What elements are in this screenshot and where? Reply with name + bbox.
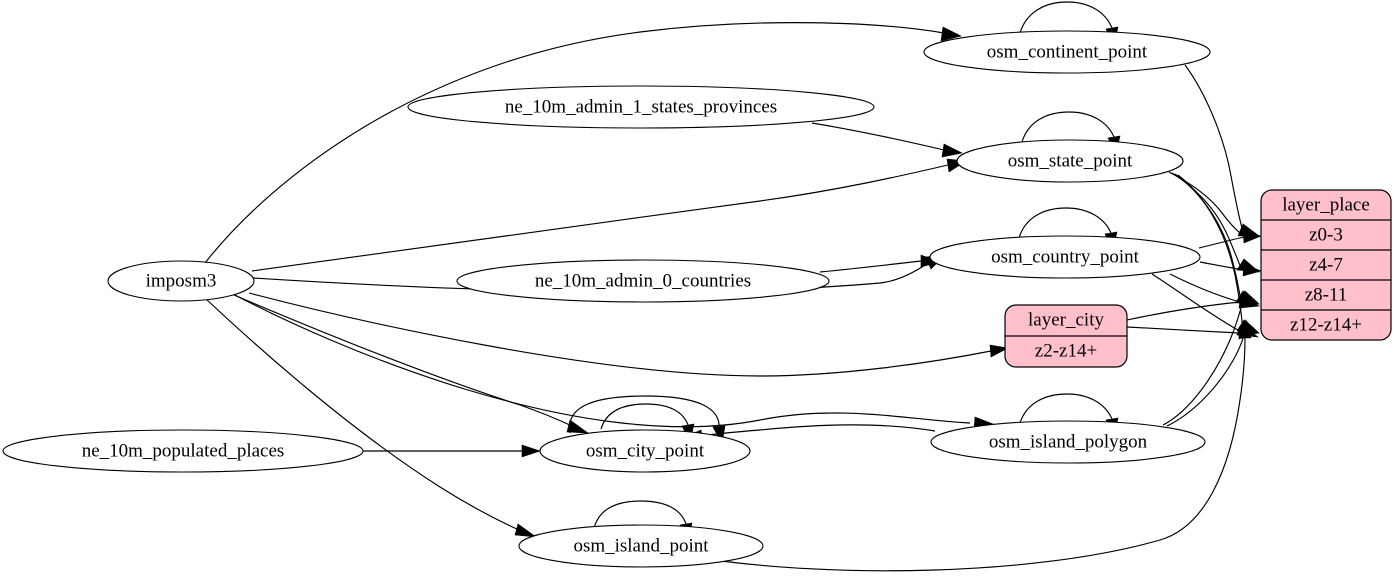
node-osm-city-point[interactable]: osm_city_point — [539, 429, 751, 473]
node-imposm3[interactable]: imposm3 — [107, 260, 255, 302]
node-osm-island-point[interactable]: osm_island_point — [518, 524, 764, 568]
record-node-layer: layer_place z0-3 z4-7 z8-11 z12-z14+ lay… — [1004, 189, 1392, 368]
edge-imposm3-to-layer-city — [248, 292, 1009, 377]
node-osm-island-polygon[interactable]: osm_island_polygon — [930, 420, 1206, 464]
node-ne-10m-admin-0-countries-label: ne_10m_admin_0_countries — [535, 270, 751, 291]
edge-osm-continent-point-to-layer-place-z0-3 — [1184, 64, 1261, 237]
edge-layer — [204, 1, 1262, 572]
record-layer-place-title: layer_place — [1282, 194, 1370, 215]
node-imposm3-label: imposm3 — [146, 270, 217, 291]
node-osm-continent-point-label: osm_continent_point — [987, 41, 1148, 62]
node-osm-continent-point[interactable]: osm_continent_point — [923, 30, 1211, 74]
record-node-layer-city[interactable]: layer_city z2-z14+ — [1004, 304, 1128, 368]
edge-ne-admin1-to-osm-state-point — [811, 122, 963, 158]
record-node-layer-place[interactable]: layer_place z0-3 z4-7 z8-11 z12-z14+ — [1260, 189, 1392, 341]
edge-imposm3-to-osm-continent-point — [204, 22, 962, 264]
record-layer-place-row-z8-11[interactable]: z8-11 — [1305, 284, 1348, 305]
node-osm-city-point-label: osm_city_point — [586, 440, 705, 461]
edge-osm-island-point-to-layer-place-z12-z14 — [706, 319, 1252, 572]
node-ne-10m-admin-1-states-provinces[interactable]: ne_10m_admin_1_states_provinces — [407, 85, 875, 129]
edge-osm-state-point-to-layer-place-z0-3 — [1168, 171, 1260, 237]
record-layer-place-row-z4-7[interactable]: z4-7 — [1309, 254, 1343, 275]
edge-ne-admin0-to-osm-country-point — [819, 254, 940, 273]
edge-ne-populated-places-to-osm-city-point — [363, 444, 541, 458]
node-layer: imposm3 ne_10m_admin_1_states_provinces … — [2, 30, 1211, 568]
node-osm-island-polygon-label: osm_island_polygon — [989, 431, 1148, 452]
node-osm-island-point-label: osm_island_point — [573, 535, 709, 556]
record-layer-place-row-z0-3[interactable]: z0-3 — [1309, 224, 1343, 245]
edge-imposm3-to-osm-state-point — [251, 158, 967, 272]
edge-osm-country-point-to-layer-place-z0-3 — [1198, 230, 1262, 249]
record-layer-place-row-z12-z14[interactable]: z12-z14+ — [1290, 314, 1362, 335]
node-osm-country-point-label: osm_country_point — [991, 246, 1139, 267]
node-osm-state-point-label: osm_state_point — [1008, 150, 1133, 171]
record-layer-city-row-z2-z14[interactable]: z2-z14+ — [1035, 340, 1097, 361]
node-osm-country-point[interactable]: osm_country_point — [929, 235, 1201, 279]
node-ne-10m-admin-1-states-provinces-label: ne_10m_admin_1_states_provinces — [505, 96, 777, 117]
edge-imposm3-to-osm-island-polygon — [232, 293, 994, 431]
record-layer-city-title: layer_city — [1028, 309, 1104, 330]
node-ne-10m-populated-places[interactable]: ne_10m_populated_places — [2, 429, 364, 473]
edge-imposm3-to-osm-island-point — [205, 298, 538, 538]
edge-osm-island-polygon-to-layer-place-z8-11 — [1162, 290, 1259, 426]
node-ne-10m-populated-places-label: ne_10m_populated_places — [82, 440, 285, 461]
node-osm-state-point[interactable]: osm_state_point — [956, 139, 1184, 183]
edge-imposm3-to-osm-city-point — [233, 294, 589, 434]
edge-osm-country-point-to-layer-place-z4-7 — [1199, 261, 1262, 277]
node-ne-10m-admin-0-countries[interactable]: ne_10m_admin_0_countries — [456, 259, 830, 303]
